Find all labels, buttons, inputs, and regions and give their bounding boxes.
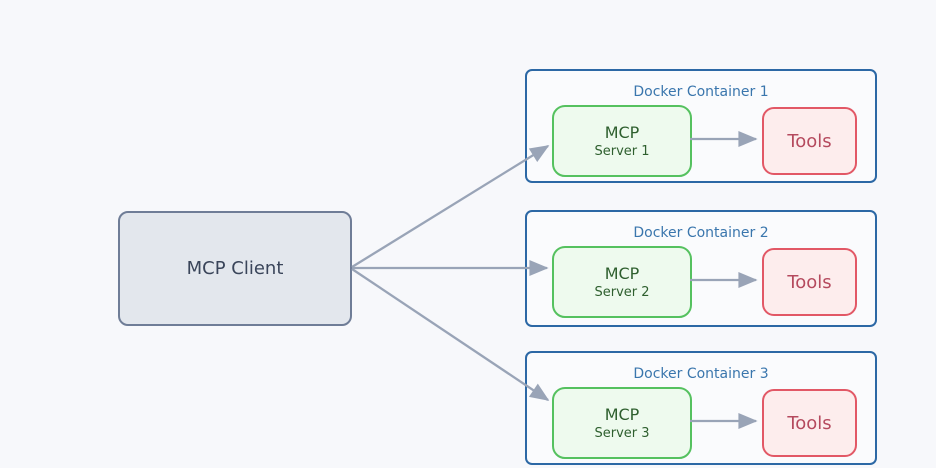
- mcp-server-3-node: MCP Server 3: [552, 387, 692, 459]
- tools-1-label: Tools: [787, 130, 832, 152]
- mcp-server-3-subtitle: Server 3: [594, 425, 650, 441]
- mcp-server-2-title: MCP: [604, 263, 640, 283]
- mcp-client-node: MCP Client: [118, 211, 352, 326]
- tools-1-node: Tools: [762, 107, 857, 175]
- mcp-server-2-node: MCP Server 2: [552, 246, 692, 318]
- tools-3-label: Tools: [787, 412, 832, 434]
- docker-container-3-label: Docker Container 3: [633, 366, 769, 382]
- mcp-server-2-subtitle: Server 2: [594, 284, 650, 300]
- tools-3-node: Tools: [762, 389, 857, 457]
- client-to-server-1-arrow: [351, 145, 550, 268]
- tools-2-label: Tools: [787, 271, 832, 293]
- tools-2-node: Tools: [762, 248, 857, 316]
- docker-container-3: Docker Container 3 MCP Server 3 Tools: [525, 351, 877, 465]
- mcp-server-1-subtitle: Server 1: [594, 143, 650, 159]
- docker-container-2: Docker Container 2 MCP Server 2 Tools: [525, 210, 877, 327]
- mcp-server-1-node: MCP Server 1: [552, 105, 692, 177]
- docker-container-1: Docker Container 1 MCP Server 1 Tools: [525, 69, 877, 183]
- mcp-client-label: MCP Client: [186, 258, 284, 279]
- mcp-server-3-title: MCP: [604, 404, 640, 424]
- docker-container-2-label: Docker Container 2: [633, 225, 769, 241]
- client-to-server-3-arrow: [351, 268, 550, 401]
- mcp-server-1-title: MCP: [604, 122, 640, 142]
- docker-container-1-label: Docker Container 1: [633, 84, 769, 100]
